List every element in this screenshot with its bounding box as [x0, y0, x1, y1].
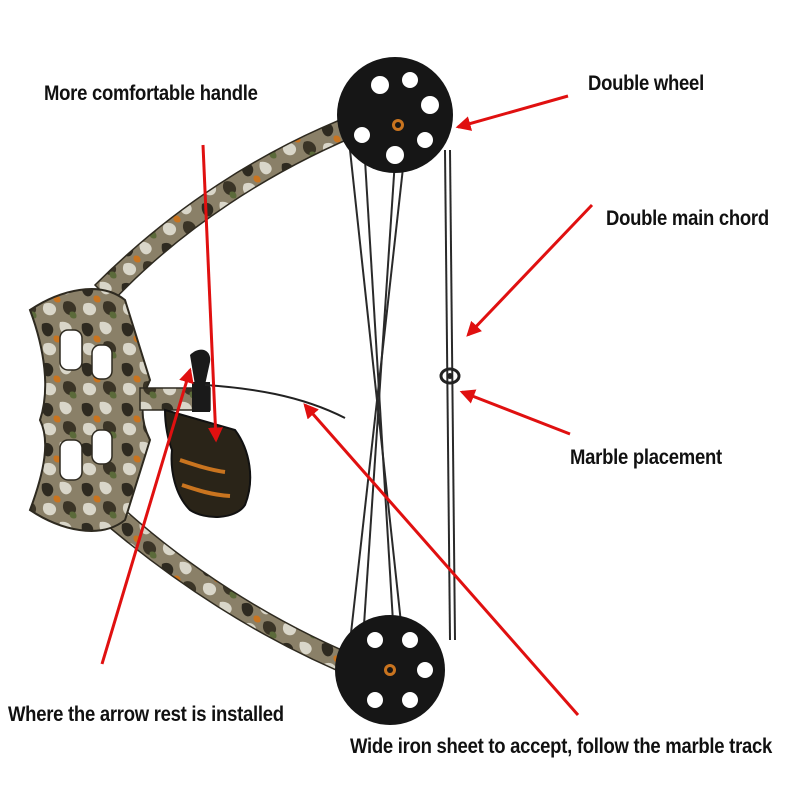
arrow-arrow-rest	[100, 367, 194, 665]
bow-strings	[347, 149, 456, 661]
arrow-double-main-chord	[466, 203, 594, 337]
bow-handle	[163, 408, 252, 518]
arrow-handle	[201, 144, 223, 443]
arrow-rest	[190, 349, 346, 419]
label-double-wheel: Double wheel	[588, 72, 704, 95]
label-marble-placement: Marble placement	[570, 446, 722, 469]
annotation-arrows	[100, 94, 594, 716]
label-handle: More comfortable handle	[44, 82, 258, 105]
label-double-main-chord: Double main chord	[606, 207, 769, 230]
top-double-wheel	[337, 57, 453, 173]
marble-nock	[439, 367, 461, 385]
label-arrow-rest: Where the arrow rest is installed	[8, 703, 284, 726]
bow-riser	[28, 288, 211, 532]
bottom-double-wheel	[335, 615, 445, 725]
arrow-marble-placement	[459, 389, 571, 436]
arrow-double-wheel	[455, 94, 569, 131]
arrow-iron-sheet	[303, 403, 580, 716]
label-iron-sheet: Wide iron sheet to accept, follow the ma…	[350, 735, 773, 758]
